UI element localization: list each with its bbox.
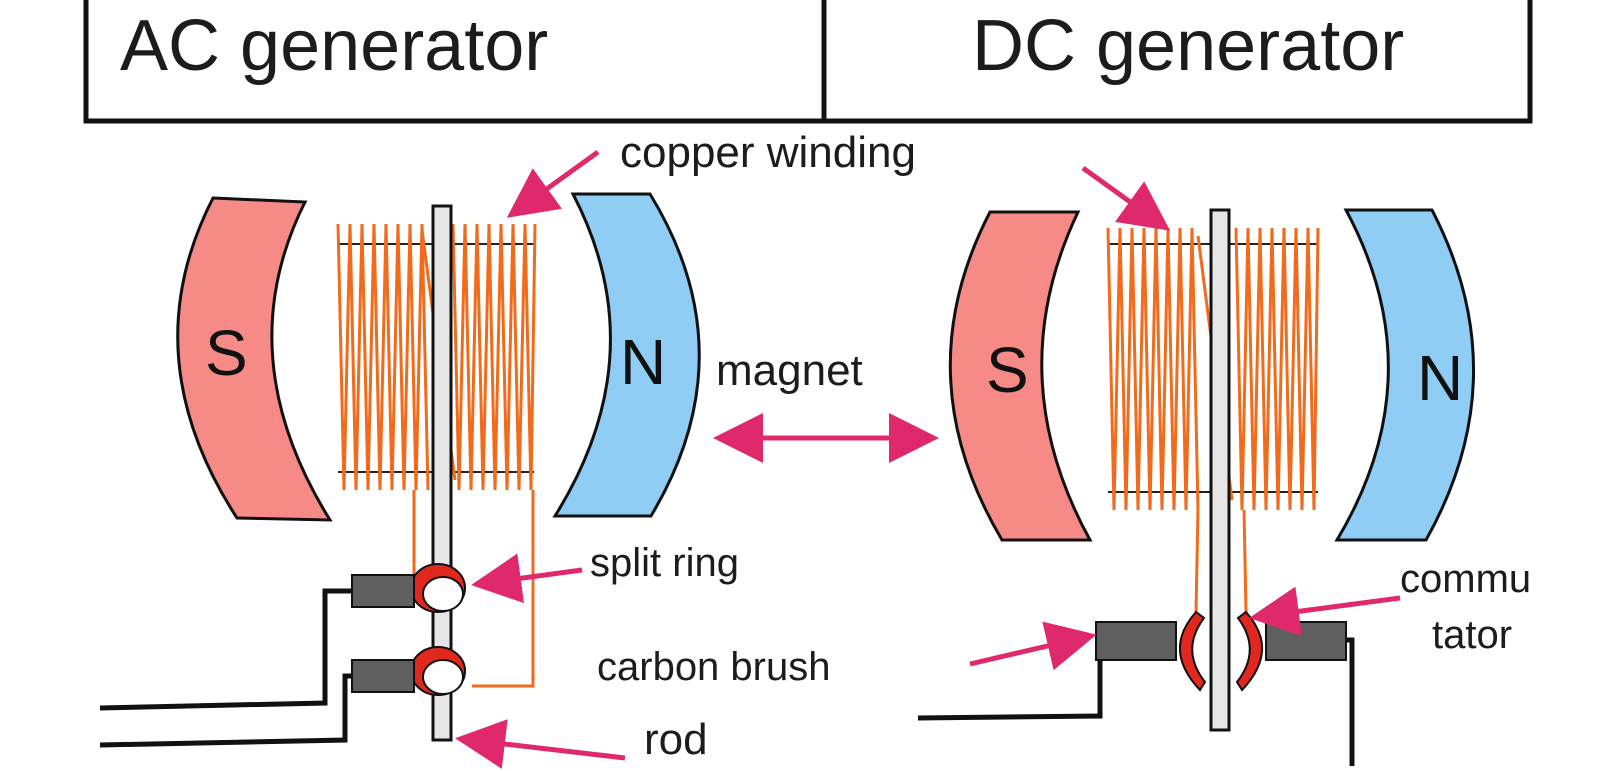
header: AC generator DC generator [83, 0, 1533, 124]
dc-carbon-brush-right [1265, 621, 1347, 661]
copper-winding-label: copper winding [620, 128, 916, 177]
rod-arrow [455, 719, 626, 769]
dc-commutator-right [1235, 610, 1263, 692]
dc-coil-leads [1194, 509, 1248, 613]
ac-title-box [83, 0, 827, 124]
dc-north-magnet [1334, 208, 1476, 542]
copper-winding-arrow-dc [1081, 165, 1171, 231]
ac-generator: S N [99, 192, 701, 748]
commutator-label-line2: tator [1432, 613, 1512, 657]
dc-commutator-left [1179, 610, 1207, 692]
ac-title: AC generator [120, 6, 548, 86]
dc-south-magnet [948, 210, 1093, 542]
dc-north-label: N [1417, 342, 1463, 414]
dc-generator: S N [917, 208, 1476, 766]
ac-south-magnet [176, 196, 333, 522]
carbon-brush-label: carbon brush [597, 645, 830, 689]
copper-winding-arrow-ac [506, 149, 600, 218]
commutator-arrow [1249, 586, 1401, 637]
dc-carbon-brush-left [1095, 621, 1177, 661]
ac-split-ring-lower [410, 646, 466, 696]
ac-output-wires [99, 588, 352, 748]
ac-north-magnet [552, 192, 701, 518]
ac-carbon-brush-lower [351, 659, 415, 693]
ac-split-ring-upper [410, 563, 466, 613]
ac-south-label: S [205, 317, 248, 389]
carbon-brush-arrow [969, 621, 1097, 671]
split-ring-label: split ring [590, 541, 739, 585]
dc-rod [1209, 208, 1231, 732]
dc-title: DC generator [972, 6, 1404, 86]
labels: copper winding magnet split ring carbon … [455, 128, 1531, 769]
split-ring-arrow [471, 553, 583, 604]
ac-north-label: N [620, 326, 666, 398]
ac-carbon-brush-upper [351, 574, 415, 608]
commutator-label-line1: commu [1400, 557, 1531, 601]
dc-south-label: S [986, 334, 1029, 406]
dc-title-box [821, 0, 1533, 124]
rod-label: rod [644, 715, 708, 764]
magnet-label: magnet [716, 346, 863, 395]
dc-output-wires [917, 637, 1355, 766]
